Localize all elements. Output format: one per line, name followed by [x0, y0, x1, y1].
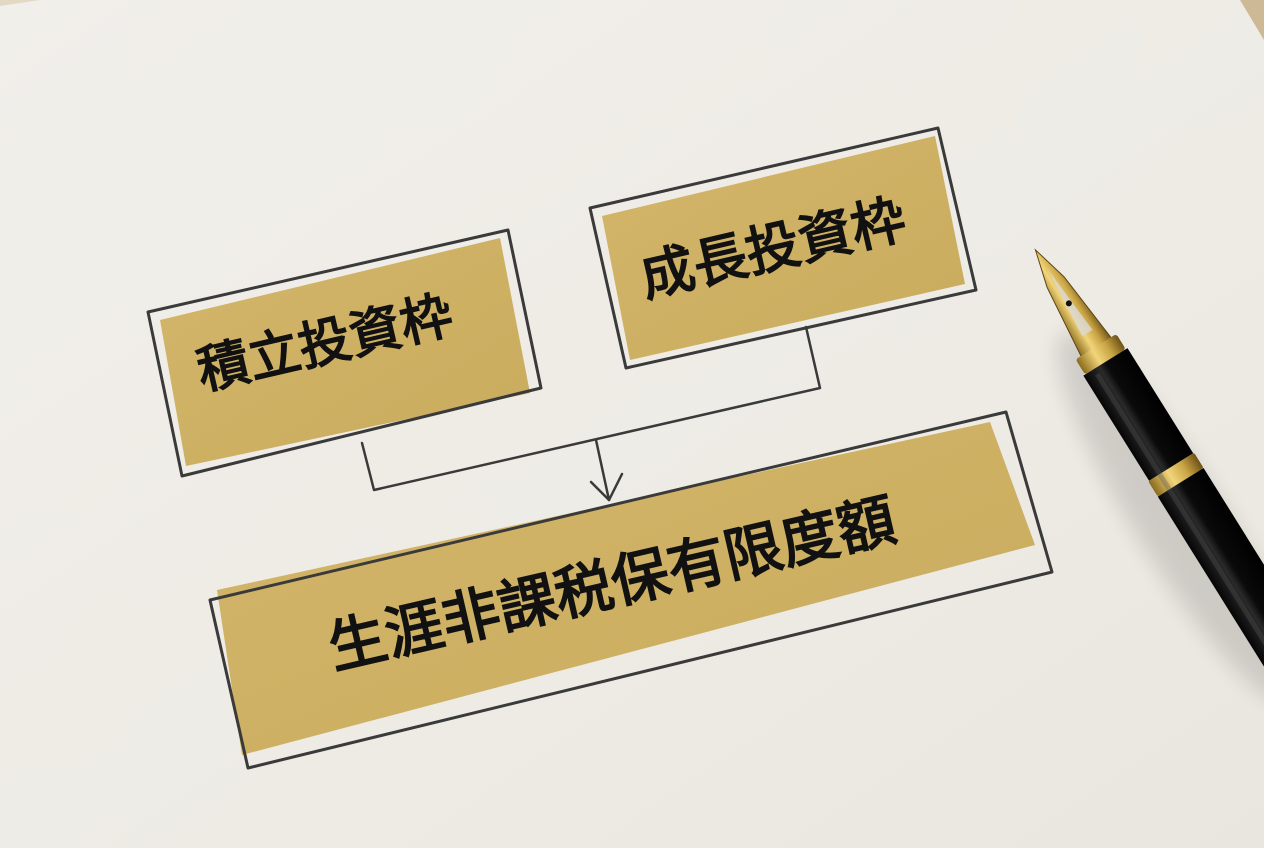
pen-ring-middle — [1148, 453, 1203, 496]
arrow-head-icon — [589, 472, 624, 502]
box-tsumitate — [146, 228, 543, 478]
arrow-shaft — [594, 438, 611, 502]
sketch-frame — [588, 126, 978, 370]
box-fill — [602, 136, 965, 360]
table-corner — [1240, 0, 1264, 40]
pen-ring-top — [1076, 335, 1125, 374]
joining-line — [360, 325, 822, 492]
pen-barrel — [1083, 348, 1194, 481]
box-fill — [217, 422, 1035, 755]
sketch-frame — [146, 228, 543, 478]
box-fill — [160, 238, 530, 466]
sketch-frame — [208, 410, 1054, 770]
fountain-pen — [1034, 248, 1264, 718]
box-lifetime — [208, 410, 1054, 770]
pen-cap — [1157, 467, 1264, 718]
connector-lines — [360, 325, 822, 502]
box-seicho — [588, 126, 978, 370]
